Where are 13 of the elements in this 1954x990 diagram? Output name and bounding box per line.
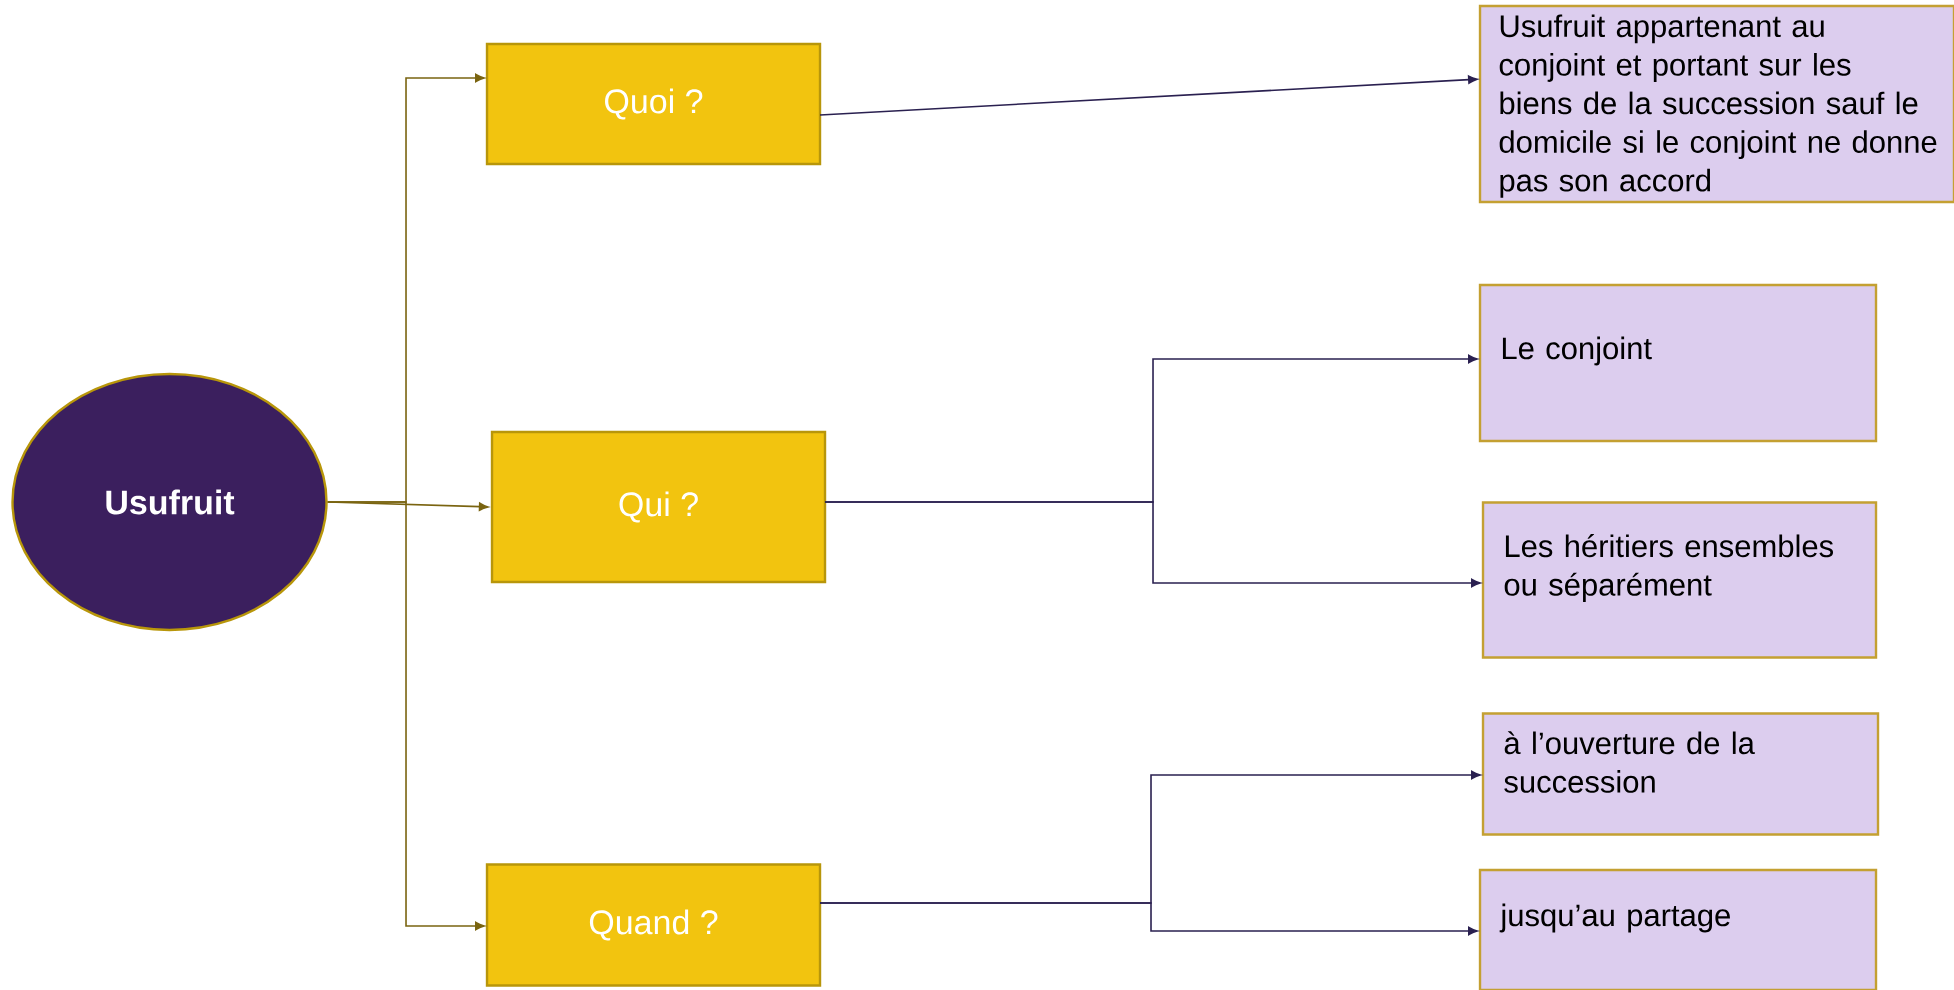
- arrow: [824, 501, 1481, 588]
- oval-node: Usufruit: [11, 372, 328, 632]
- arrow: [326, 501, 485, 931]
- answer-box: Usufruit appartenant au conjoint et portant sur les biens de la succession sauf le domicile si le conjoint ne donne pas son accord: [1478, 4, 1954, 204]
- arrow: [819, 902, 1478, 936]
- question-box: Quoi ?: [485, 42, 822, 166]
- answer-box: Le conjoint: [1478, 283, 1878, 443]
- question-box: Qui ?: [490, 430, 827, 584]
- question-box: Quand ?: [485, 863, 822, 987]
- answer-box: Les héritiers ensembles ou séparément: [1481, 501, 1878, 659]
- answer-box: à l’ouverture de la succession: [1481, 712, 1880, 836]
- arrow: [819, 75, 1478, 116]
- answer-box: jusqu’au partage: [1478, 868, 1878, 990]
